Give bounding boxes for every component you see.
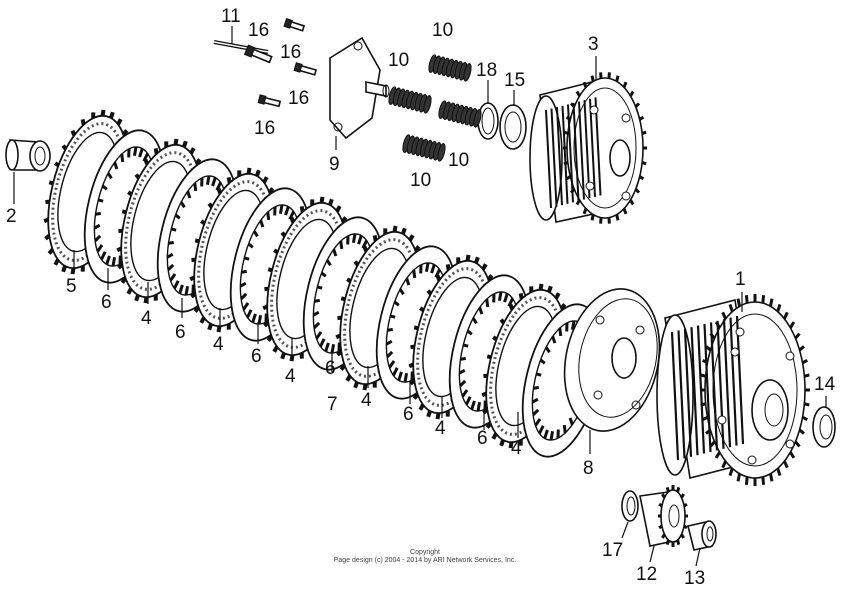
- leader-lines: [13, 26, 827, 567]
- callout-1: 1: [735, 269, 746, 290]
- callout-18: 18: [476, 60, 497, 81]
- callout-10b: 10: [388, 50, 409, 71]
- callout-2: 2: [6, 206, 17, 227]
- part-2-bushing: [5, 139, 51, 172]
- clutch-spring: [428, 54, 472, 82]
- clutch-spring: [388, 86, 432, 114]
- callout-14: 14: [814, 374, 836, 395]
- callout-16a: 16: [248, 20, 269, 41]
- part-11-pushrod: [213, 40, 269, 54]
- callout-6e: 6: [403, 404, 414, 425]
- copyright-heading: Copyright: [410, 549, 440, 556]
- callout-13: 13: [684, 568, 705, 589]
- part-17-washer: [621, 490, 639, 522]
- callout-6a: 6: [101, 292, 112, 313]
- callout-3: 3: [588, 34, 599, 55]
- callout-16d: 16: [254, 118, 275, 139]
- callout-6c: 6: [251, 346, 262, 367]
- callout-labels: 1 2 3 5 6 4 6 4 6 4 6 7 4 6 4 6 4 8 9 10…: [6, 6, 836, 589]
- callout-8: 8: [583, 458, 594, 479]
- part-13-bushing: [687, 520, 717, 551]
- callout-15: 15: [504, 70, 525, 91]
- part-1-clutch-housing: [656, 294, 810, 486]
- part-8-pressure-plate: [563, 288, 661, 432]
- part-14-washer: [812, 406, 836, 448]
- callout-10d: 10: [410, 170, 431, 191]
- copyright-notice: Page design (c) 2004 - 2014 by ARI Netwo…: [333, 557, 517, 564]
- clutch-spring: [438, 100, 482, 128]
- callout-16b: 16: [280, 42, 301, 63]
- callout-11: 11: [221, 6, 241, 27]
- callout-10a: 10: [432, 20, 453, 41]
- callout-12: 12: [636, 564, 657, 585]
- part-12-primary-gear: [639, 485, 688, 547]
- callout-4c: 4: [285, 366, 296, 387]
- callout-4b: 4: [213, 334, 224, 355]
- gear-12-teeth: [658, 485, 688, 547]
- callout-4e: 4: [435, 418, 446, 439]
- callout-16c: 16: [288, 88, 309, 109]
- callout-4d: 4: [361, 390, 372, 411]
- callout-6d: 6: [325, 358, 336, 379]
- center-outer-teeth: [563, 72, 647, 224]
- part-3-clutch-center: [529, 72, 647, 224]
- callout-6b: 6: [175, 322, 186, 343]
- callout-6f: 6: [477, 428, 488, 449]
- housing-gear-teeth: [700, 294, 810, 486]
- callout-10c: 10: [448, 150, 469, 171]
- callout-7: 7: [327, 394, 338, 415]
- part-16-bolts: [243, 18, 318, 108]
- clutch-spring: [402, 134, 446, 162]
- callout-5: 5: [66, 276, 77, 297]
- part-18-circlip: [477, 102, 499, 140]
- callout-17: 17: [602, 540, 623, 561]
- callout-9: 9: [329, 154, 340, 175]
- clutch-plate-stack: [43, 109, 604, 458]
- part-10-springs: [388, 54, 482, 162]
- callout-4a: 4: [141, 308, 152, 329]
- part-9-lifter-plate: [329, 36, 390, 140]
- callout-4f: 4: [511, 438, 522, 459]
- part-15-washer: [499, 104, 527, 150]
